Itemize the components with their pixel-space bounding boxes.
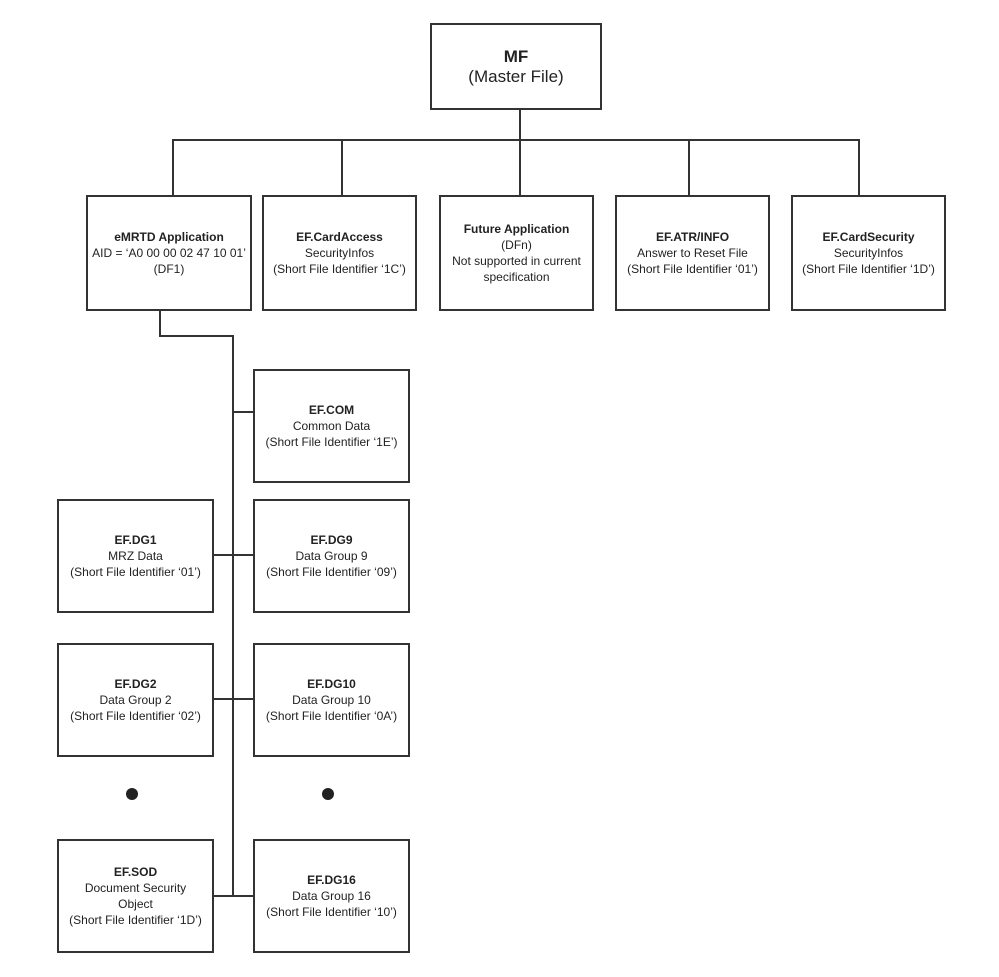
ef-sod-desc1: Document Security bbox=[84, 881, 187, 895]
ef-atr-info-title: EF.ATR/INFO bbox=[655, 230, 730, 244]
ef-atr-info-box: EF.ATR/INFO Answer to Reset File (Short … bbox=[615, 195, 770, 311]
ef-dg10-box: EF.DG10 Data Group 10 (Short File Identi… bbox=[253, 643, 410, 757]
ef-cardaccess-desc: SecurityInfos bbox=[304, 246, 375, 260]
connector-mf-down bbox=[519, 109, 521, 140]
future-application-dfn: (DFn) bbox=[501, 238, 532, 252]
ef-cardaccess-sfi: (Short File Identifier ‘1C’) bbox=[273, 262, 406, 276]
ef-dg9-sfi: (Short File Identifier ‘09’) bbox=[266, 565, 397, 579]
ef-atr-info-desc: Answer to Reset File bbox=[637, 246, 748, 260]
ef-atr-info-sfi: (Short File Identifier ‘01’) bbox=[627, 262, 758, 276]
connector-dg1-dg9 bbox=[212, 554, 254, 556]
emrtd-application-box: eMRTD Application AID = ‘A0 00 00 02 47 … bbox=[86, 195, 252, 311]
ef-sod-title: EF.SOD bbox=[113, 865, 158, 879]
ef-dg9-desc: Data Group 9 bbox=[295, 549, 368, 563]
connector-emrtd-up bbox=[172, 139, 174, 196]
emrtd-application-aid: AID = ‘A0 00 00 02 47 10 01’ bbox=[92, 246, 246, 260]
connector-cardaccess-up bbox=[341, 139, 343, 196]
ellipsis-dot-left bbox=[126, 788, 138, 800]
ef-cardaccess-box: EF.CardAccess SecurityInfos (Short File … bbox=[262, 195, 417, 311]
ef-dg2-desc: Data Group 2 bbox=[99, 693, 172, 707]
ef-dg16-sfi: (Short File Identifier ‘10’) bbox=[266, 905, 397, 919]
ef-dg10-sfi: (Short File Identifier ‘0A’) bbox=[265, 709, 398, 723]
ef-dg16-box: EF.DG16 Data Group 16 (Short File Identi… bbox=[253, 839, 410, 953]
future-application-note1: Not supported in current bbox=[452, 254, 581, 268]
ef-dg1-desc: MRZ Data bbox=[108, 549, 163, 563]
future-application-note2: specification bbox=[483, 270, 550, 284]
ef-cardsecurity-title: EF.CardSecurity bbox=[822, 230, 915, 244]
emrtd-application-df: (DF1) bbox=[153, 262, 185, 276]
connector-level1-bus bbox=[172, 139, 860, 141]
ef-cardsecurity-box: EF.CardSecurity SecurityInfos (Short Fil… bbox=[791, 195, 946, 311]
ef-sod-sfi: (Short File Identifier ‘1D’) bbox=[69, 913, 202, 927]
future-application-title: Future Application bbox=[463, 222, 570, 236]
ef-dg9-box: EF.DG9 Data Group 9 (Short File Identifi… bbox=[253, 499, 410, 613]
connector-atr-up bbox=[688, 139, 690, 196]
ef-com-desc: Common Data bbox=[292, 419, 371, 433]
ef-com-title: EF.COM bbox=[308, 403, 355, 417]
connector-future-up bbox=[519, 139, 521, 196]
ef-cardaccess-title: EF.CardAccess bbox=[296, 230, 383, 244]
master-file-title: MF bbox=[503, 46, 529, 66]
ef-com-sfi: (Short File Identifier ‘1E’) bbox=[265, 435, 398, 449]
ef-dg16-desc: Data Group 16 bbox=[292, 889, 371, 903]
connector-sod-dg16 bbox=[212, 895, 254, 897]
ef-dg1-title: EF.DG1 bbox=[114, 533, 157, 547]
master-file-subtitle: (Master File) bbox=[468, 66, 564, 86]
ef-dg16-title: EF.DG16 bbox=[307, 873, 356, 887]
connector-emrtd-horizontal bbox=[159, 335, 233, 337]
ef-dg9-title: EF.DG9 bbox=[310, 533, 353, 547]
ef-sod-desc2: Object bbox=[118, 897, 153, 911]
ellipsis-dot-right bbox=[322, 788, 334, 800]
ef-dg10-desc: Data Group 10 bbox=[292, 693, 371, 707]
master-file-box: MF (Master File) bbox=[430, 23, 602, 110]
future-application-box: Future Application (DFn) Not supported i… bbox=[439, 195, 594, 311]
connector-com bbox=[232, 411, 254, 413]
ef-dg1-box: EF.DG1 MRZ Data (Short File Identifier ‘… bbox=[57, 499, 214, 613]
ef-dg2-box: EF.DG2 Data Group 2 (Short File Identifi… bbox=[57, 643, 214, 757]
connector-emrtd-down bbox=[159, 310, 161, 336]
ef-dg2-title: EF.DG2 bbox=[114, 677, 157, 691]
emrtd-application-title: eMRTD Application bbox=[114, 230, 224, 244]
connector-cardsecurity-up bbox=[858, 139, 860, 196]
connector-dg2-dg10 bbox=[212, 698, 254, 700]
ef-dg2-sfi: (Short File Identifier ‘02’) bbox=[70, 709, 201, 723]
ef-dg1-sfi: (Short File Identifier ‘01’) bbox=[70, 565, 201, 579]
connector-trunk bbox=[232, 335, 234, 897]
ef-sod-box: EF.SOD Document Security Object (Short F… bbox=[57, 839, 214, 953]
ef-cardsecurity-desc: SecurityInfos bbox=[833, 246, 904, 260]
ef-cardsecurity-sfi: (Short File Identifier ‘1D’) bbox=[802, 262, 935, 276]
ef-com-box: EF.COM Common Data (Short File Identifie… bbox=[253, 369, 410, 483]
ef-dg10-title: EF.DG10 bbox=[307, 677, 356, 691]
